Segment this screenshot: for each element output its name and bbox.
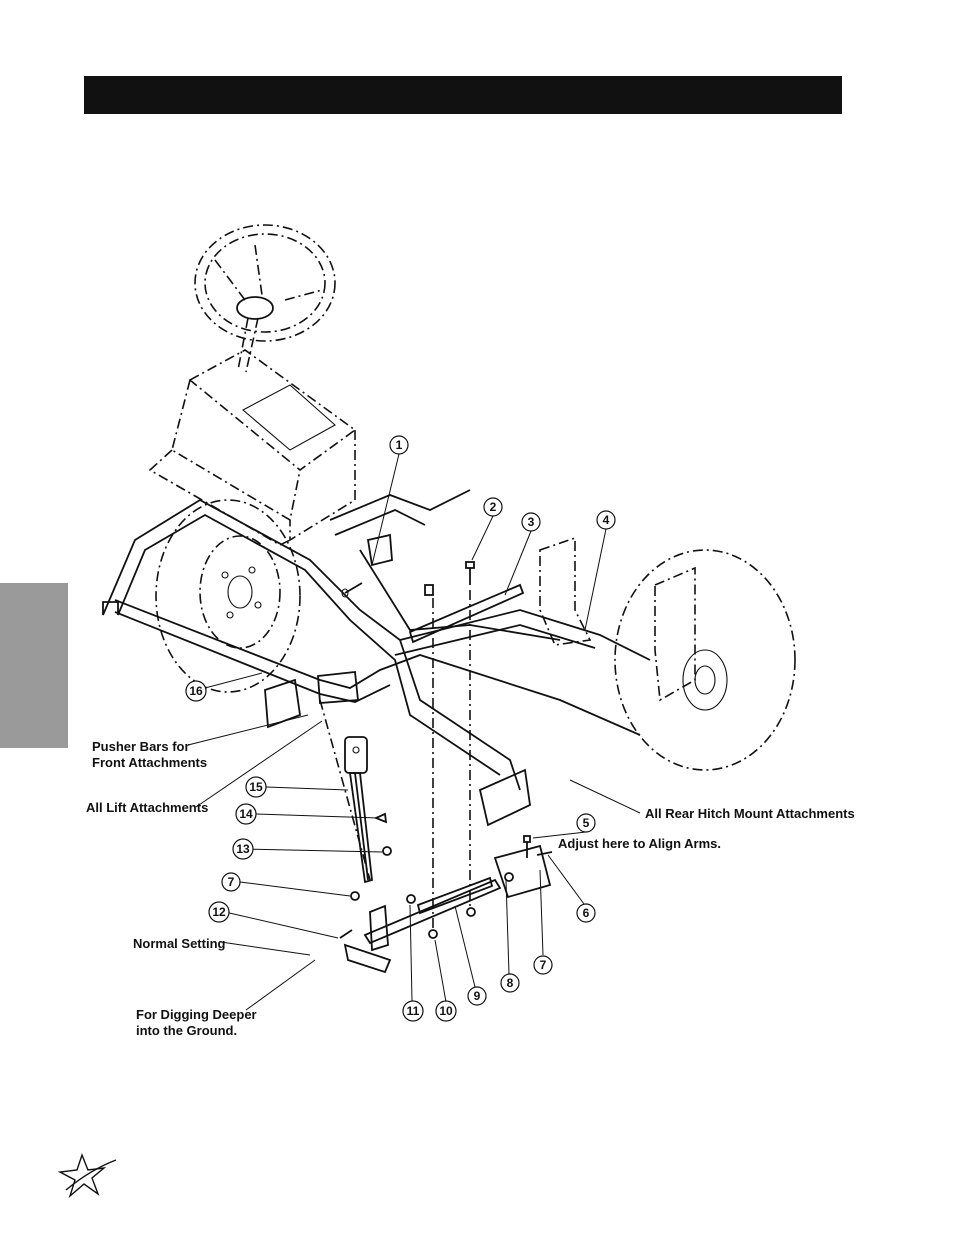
callout-7-left: 7 — [221, 872, 241, 892]
callout-3: 3 — [521, 512, 541, 532]
svg-text:11: 11 — [407, 1004, 420, 1018]
callout-10: 10 — [435, 1000, 457, 1022]
part-4-fender-bracket — [539, 536, 696, 702]
callout-2: 2 — [483, 497, 503, 517]
svg-text:14: 14 — [239, 807, 253, 821]
svg-text:9: 9 — [474, 989, 481, 1003]
part-15-lift-cylinder — [344, 736, 373, 884]
callout-1: 1 — [389, 435, 409, 455]
svg-text:12: 12 — [212, 905, 226, 919]
callout-4: 4 — [596, 510, 616, 530]
svg-text:7: 7 — [228, 875, 235, 889]
svg-text:2: 2 — [490, 500, 497, 514]
callout-11: 11 — [402, 1000, 424, 1022]
steering-wheel — [194, 224, 336, 373]
label-digging-line1: For Digging Deeper — [136, 1007, 257, 1022]
tractor-frame — [102, 489, 651, 827]
leader-lines — [187, 453, 641, 1011]
svg-text:10: 10 — [439, 1004, 453, 1018]
svg-text:1: 1 — [396, 438, 403, 452]
label-pusher-bars-line2: Front Attachments — [92, 755, 207, 770]
callout-12: 12 — [208, 901, 230, 923]
callout-15: 15 — [245, 776, 267, 798]
tractor-hood — [148, 349, 357, 546]
callout-8: 8 — [500, 973, 520, 993]
svg-text:3: 3 — [528, 515, 535, 529]
svg-text:7: 7 — [540, 958, 547, 972]
callout-5: 5 — [576, 813, 596, 833]
part-1-lift-bracket — [341, 533, 393, 598]
callout-9: 9 — [467, 986, 487, 1006]
svg-text:8: 8 — [507, 976, 514, 990]
callout-16: 16 — [185, 680, 207, 702]
callout-6: 6 — [576, 903, 596, 923]
svg-text:6: 6 — [583, 906, 590, 920]
section-side-tab — [0, 583, 68, 748]
svg-text:13: 13 — [236, 842, 250, 856]
section-title-bar — [84, 76, 842, 114]
alignment-lines — [319, 590, 471, 930]
callout-14: 14 — [235, 803, 257, 825]
right-wheel — [614, 549, 796, 771]
star-swoosh-logo — [57, 1152, 117, 1199]
label-adjust: Adjust here to Align Arms. — [558, 836, 721, 851]
part-2-bolt — [465, 561, 475, 585]
label-pusher-bars-line1: Pusher Bars for — [92, 739, 190, 754]
svg-text:15: 15 — [249, 780, 263, 794]
svg-text:5: 5 — [583, 816, 590, 830]
label-all-lift: All Lift Attachments — [86, 800, 208, 815]
svg-text:4: 4 — [603, 513, 610, 527]
callout-13: 13 — [232, 838, 254, 860]
part-3-flat-bar — [408, 583, 525, 644]
small-hardware — [350, 812, 514, 939]
callout-7-right: 7 — [533, 955, 553, 975]
label-rear-hitch: All Rear Hitch Mount Attachments — [645, 806, 855, 821]
part-9-draft-arm — [339, 835, 553, 974]
svg-text:16: 16 — [189, 684, 203, 698]
label-normal-setting: Normal Setting — [133, 936, 226, 951]
label-digging-line2: into the Ground. — [136, 1023, 237, 1038]
